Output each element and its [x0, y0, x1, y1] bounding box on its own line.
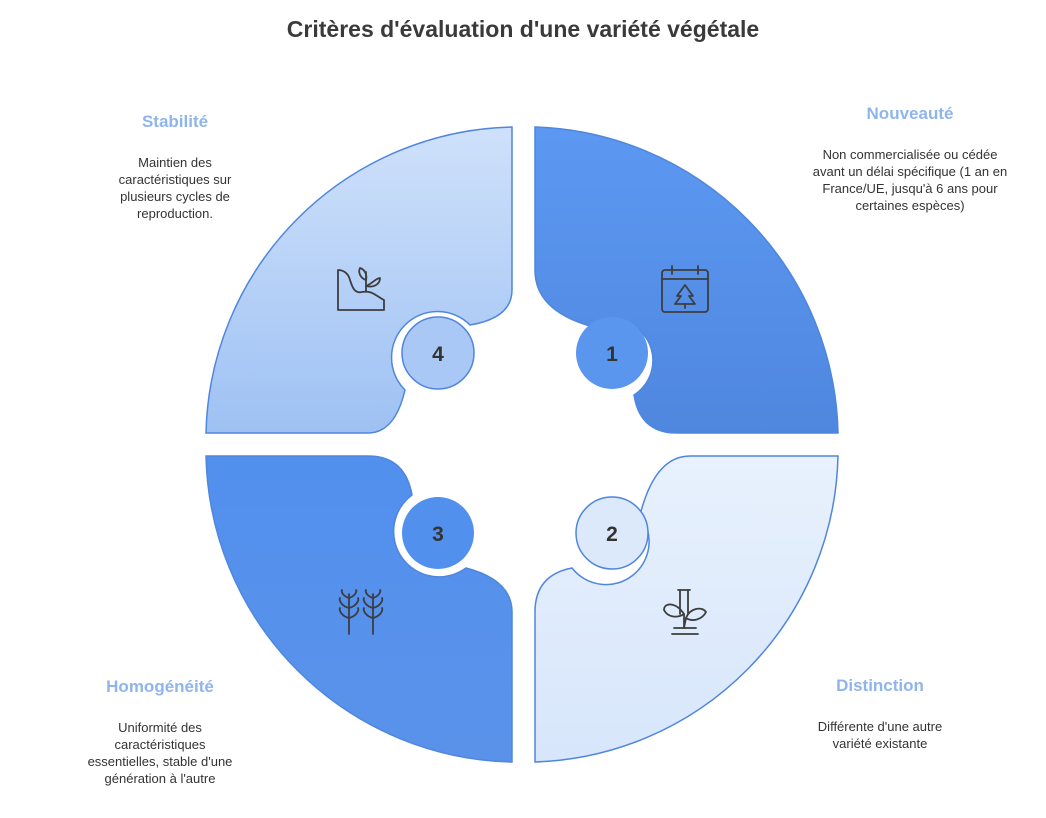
quadrant-1-badge	[576, 317, 648, 389]
quadrant-3-number: 3	[432, 523, 444, 546]
quadrant-3-badge	[402, 497, 474, 569]
test-tube-plant-icon	[663, 589, 707, 635]
heading-novelty: Nouveauté	[866, 104, 954, 123]
diagram-title: Critères d'évaluation d'une variété végé…	[286, 16, 760, 42]
quadrant-4-segment	[205, 126, 513, 434]
desc-distinction: Différente d'une autre variété existante	[817, 719, 943, 751]
calendar-tree-icon	[661, 265, 709, 313]
label-novelty: Nouveauté Non commercialisée ou cédée av…	[790, 104, 1030, 214]
label-distinction: Distinction Différente d'une autre varié…	[780, 676, 980, 752]
quadrant-2-number: 2	[606, 523, 618, 546]
heading-distinction: Distinction	[836, 676, 924, 695]
quadrant-2-badge	[575, 496, 649, 570]
heading-homogeneity: Homogénéité	[106, 677, 214, 696]
quadrant-4-number: 4	[432, 343, 444, 366]
label-stability: Stabilité Maintien des caractéristiques …	[85, 112, 265, 222]
quadrant-1-number: 1	[606, 343, 618, 366]
desc-homogeneity: Uniformité des caractéristiques essentie…	[87, 720, 233, 786]
wheat-icon	[338, 589, 384, 635]
sprout-ground-icon	[337, 267, 385, 311]
desc-stability: Maintien des caractéristiques sur plusie…	[118, 155, 232, 221]
quadrant-4-badge	[401, 316, 475, 390]
desc-novelty: Non commercialisée ou cédée avant un dél…	[812, 147, 1008, 213]
heading-stability: Stabilité	[141, 112, 209, 131]
label-homogeneity: Homogénéité Uniformité des caractéristiq…	[60, 677, 260, 787]
